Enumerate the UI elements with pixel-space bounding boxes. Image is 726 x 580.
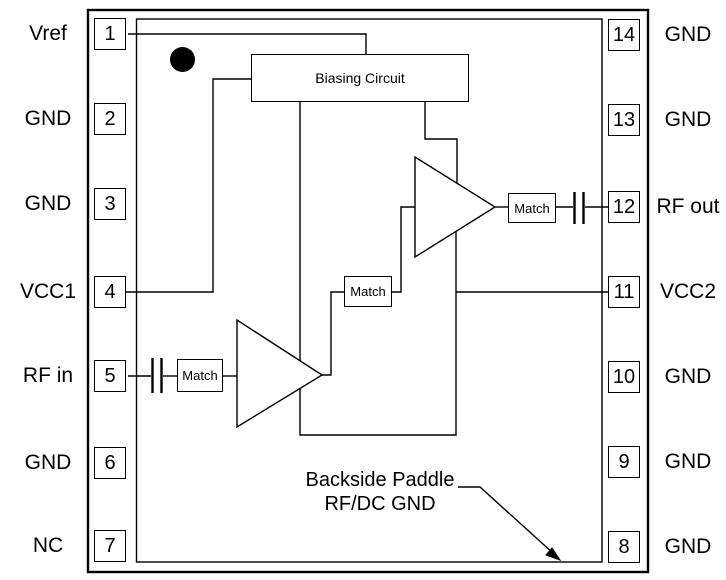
pin-box-5: 5 xyxy=(94,360,126,392)
pin-label-gnd-13: GND xyxy=(664,108,712,131)
pin-label-gnd-2: GND xyxy=(24,107,72,130)
pin-box-9: 9 xyxy=(608,446,640,478)
pin1-indicator-dot xyxy=(170,47,195,72)
match-input-label: Match xyxy=(182,368,218,383)
pin-box-1: 1 xyxy=(94,18,126,50)
pin-number-5: 5 xyxy=(104,365,116,387)
backside-paddle-note-line2: RF/DC GND xyxy=(324,493,436,515)
match-block-output: Match xyxy=(508,193,556,223)
leader-arrow-line xyxy=(458,486,555,555)
biasing-circuit-block: Biasing Circuit xyxy=(251,54,469,102)
pin-number-8: 8 xyxy=(618,536,630,558)
match-interstage-label: Match xyxy=(350,284,386,299)
pin-number-13: 13 xyxy=(612,109,636,131)
pin-box-7: 7 xyxy=(94,530,126,562)
pin-number-3: 3 xyxy=(104,193,116,215)
pin-box-12: 12 xyxy=(608,191,640,223)
pin-box-6: 6 xyxy=(94,447,126,479)
leader-arrowhead xyxy=(545,547,562,561)
pin-box-3: 3 xyxy=(94,188,126,220)
wire-vcc2-to-amps xyxy=(299,232,457,436)
backside-paddle-note: Backside Paddle RF/DC GND xyxy=(290,468,470,516)
pin-box-10: 10 xyxy=(608,361,640,393)
pin-number-10: 10 xyxy=(612,366,636,388)
pin-number-6: 6 xyxy=(104,452,116,474)
biasing-circuit-label: Biasing Circuit xyxy=(315,70,405,86)
pin-label-gnd-14: GND xyxy=(664,23,712,46)
wire-vref-to-bias xyxy=(128,33,367,55)
pin-number-9: 9 xyxy=(618,451,630,473)
pin-label-rf-out: RF out xyxy=(656,195,720,218)
wire-vcc1-to-bias xyxy=(126,78,251,293)
pin-label-vref: Vref xyxy=(29,22,67,45)
pin-box-4: 4 xyxy=(94,276,126,308)
amplifier-stage-2 xyxy=(414,155,497,259)
pin-box-8: 8 xyxy=(608,531,640,563)
pin-box-13: 13 xyxy=(608,104,640,136)
wire-bias-to-amp2 xyxy=(424,100,458,184)
pin-number-1: 1 xyxy=(104,23,116,45)
match-block-input: Match xyxy=(177,359,223,392)
wire-match2-to-amp2 xyxy=(391,206,415,293)
pin-box-2: 2 xyxy=(94,103,126,135)
pin-label-rf-in: RF in xyxy=(22,364,74,387)
pin-label-gnd-8: GND xyxy=(664,535,712,558)
match-output-label: Match xyxy=(514,200,550,216)
match-block-interstage: Match xyxy=(344,276,392,307)
pin-label-nc: NC xyxy=(32,534,64,557)
pin-number-4: 4 xyxy=(104,281,116,303)
pin-label-vcc1: VCC1 xyxy=(19,280,77,303)
die-outline xyxy=(135,18,603,563)
wire-amp1-to-match2 xyxy=(322,291,344,376)
pin-number-12: 12 xyxy=(612,196,636,218)
pin-box-14: 14 xyxy=(608,19,640,51)
pin-label-vcc2: VCC2 xyxy=(659,280,717,303)
pin-label-gnd-6: GND xyxy=(24,451,72,474)
pin-number-7: 7 xyxy=(104,535,116,557)
pin-number-2: 2 xyxy=(104,108,116,130)
pin-label-gnd-3: GND xyxy=(24,192,72,215)
pin-number-14: 14 xyxy=(612,24,636,46)
package-outline xyxy=(86,8,650,574)
backside-paddle-note-line1: Backside Paddle xyxy=(305,469,455,491)
pin-number-11: 11 xyxy=(613,281,635,303)
pin-label-gnd-9: GND xyxy=(664,450,712,473)
amplifier-stage-1 xyxy=(236,318,324,429)
pin-label-gnd-10: GND xyxy=(664,365,712,388)
pin-box-11: 11 xyxy=(608,276,640,308)
